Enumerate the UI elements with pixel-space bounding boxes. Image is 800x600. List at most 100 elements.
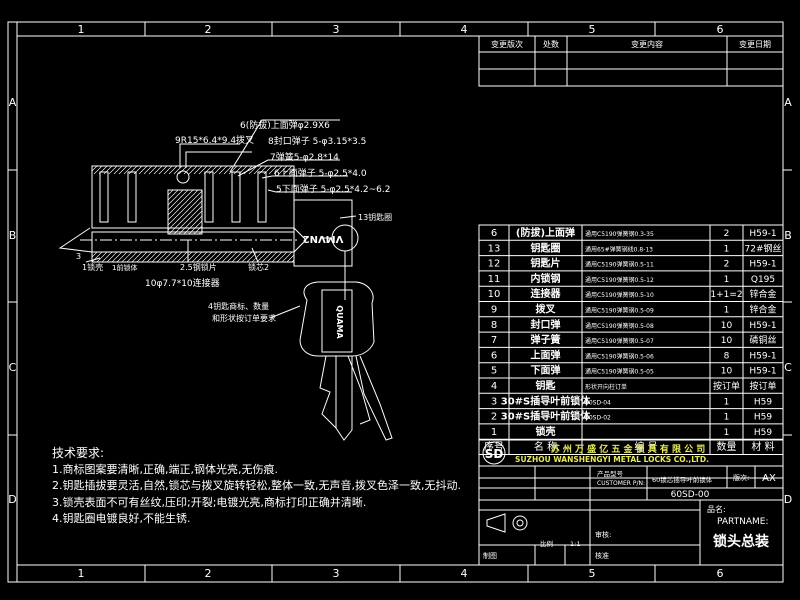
hatch-line <box>176 251 188 263</box>
hatch-line <box>203 165 213 175</box>
hatch-line <box>236 251 248 263</box>
bom-cell-name: 名 称 <box>534 440 557 453</box>
callout-6: 6上面弹子 5-φ2.5*4.0 <box>274 167 367 179</box>
callout-1: 1锁壳 <box>82 262 103 272</box>
bom-cell-no: 3 <box>491 396 497 407</box>
rev-header-date: 变更日期 <box>739 39 771 49</box>
key-bow-text: QUAMA <box>335 305 344 339</box>
bom-cell-name: 连接器 <box>531 287 562 300</box>
hatch-line <box>233 165 243 175</box>
hatch-line <box>158 165 168 175</box>
hatch-line <box>173 165 183 175</box>
bom-cell-qty: 1 <box>724 428 730 438</box>
hatch-line <box>91 165 98 172</box>
hatch-line <box>131 251 143 263</box>
bom-cell-name: 拨叉 <box>536 303 557 316</box>
company-name-en: SUZHOU WANSHENGYI METAL LOCKS CO.,LTD. <box>515 455 709 464</box>
hatch-line <box>186 251 198 263</box>
hatch-line <box>218 165 228 175</box>
hatch-line <box>251 251 263 263</box>
bom-cell-qty: 10 <box>721 336 733 346</box>
title-block <box>478 439 784 566</box>
bom-cell-material: 锌合金 <box>749 304 776 316</box>
bom-cell-material: H59 <box>754 413 772 423</box>
bom-cell-no: 1 <box>491 427 497 438</box>
company-logo: SD <box>482 441 506 465</box>
row-label-a: A <box>9 96 17 109</box>
bom-cell-no: 11 <box>488 274 501 285</box>
leader-lines <box>85 119 357 319</box>
grid-labels: 1 2 3 4 5 6 1 2 3 4 5 6 A B C D A B C D <box>8 23 792 580</box>
partname-value: 锁头总装 <box>713 533 770 550</box>
hatch-line <box>138 165 148 175</box>
hatch-line <box>167 189 199 221</box>
callout-2-5: 2.5钢锁片 <box>180 262 217 272</box>
product-model-value: 60SD-00 <box>671 490 710 500</box>
bom-cell-no: 7 <box>491 335 497 346</box>
bom-cell-spec: 通用C5190弹簧钢0.5-08 <box>585 322 654 330</box>
projection-symbol <box>486 513 528 533</box>
bom-cell-qty: 2 <box>724 260 730 270</box>
bom-cell-name: 上面弹 <box>531 348 561 361</box>
hatch-line <box>136 251 148 263</box>
rev-header-version: 变更版次 <box>491 39 523 49</box>
bom-frame <box>478 224 784 455</box>
bom-cell-material: 按订单 <box>749 380 776 392</box>
row-label-c-right: C <box>784 361 792 374</box>
hatch-line <box>171 251 183 263</box>
bom-cell-material: 材 料 <box>751 440 774 453</box>
hatch-line <box>91 251 103 263</box>
draw-label: 制图 <box>483 551 497 560</box>
hatch-line <box>183 215 203 235</box>
hatch-line <box>108 165 118 175</box>
bom-cell-name: 钥匙片 <box>531 257 561 270</box>
callouts: 6(防拔)上面弹φ2.9X6 9R15*6.4*9.4拨叉 8封口弹子 5-φ3… <box>76 119 392 323</box>
hatch-line <box>91 251 98 258</box>
bom-cell-qty: 1+1=2 <box>710 290 742 300</box>
bom-cell-qty: 2 <box>724 229 730 239</box>
bom-cell-name: 30#S插导叶前锁体 <box>501 394 591 407</box>
callout-10: 10φ7.7*10连接器 <box>145 277 220 289</box>
bom-cell-qty: 数量 <box>717 440 737 453</box>
bom-cell-material: H59 <box>754 428 772 438</box>
requirement-1: 1.商标图案要清晰,正确,端正,钢体光亮,无伤痕. <box>52 462 278 476</box>
callout-13: 13钥匙圈 <box>358 212 392 222</box>
hatch-line <box>167 189 174 196</box>
hatch-line <box>208 165 218 175</box>
technical-requirements: 技术要求: 1.商标图案要清晰,正确,端正,钢体光亮,无伤痕. 2.钥匙插拔要灵… <box>52 445 461 528</box>
revision-table <box>478 35 784 87</box>
bom-cell-name: (防拔)上面弹 <box>516 226 575 239</box>
hatch-line <box>167 195 203 231</box>
callout-2: 锁芯2 <box>248 262 269 272</box>
bom-cell-qty: 1 <box>724 244 730 254</box>
hatch-line <box>167 190 203 226</box>
bom-cell-qty: 1 <box>724 306 730 316</box>
callout-4a: 4钥匙商标、数量 <box>208 301 269 311</box>
bom-cell-material: H59 <box>754 397 772 407</box>
bom-cell-material: 72#钢丝 <box>745 242 782 254</box>
hatch-line <box>278 165 288 175</box>
hatch-line <box>253 165 263 175</box>
key-tag-text: VMVN2 <box>303 233 344 244</box>
hatch-line <box>181 251 193 263</box>
bom-cell-qty: 10 <box>721 321 733 331</box>
hatch-line <box>146 251 158 263</box>
hatch-line <box>268 165 278 175</box>
bom-cell-name: 下面弹 <box>531 364 561 377</box>
hatch-line <box>213 165 223 175</box>
bom-cell-qty: 10 <box>721 367 733 377</box>
revision-headers: 变更版次 处数 变更内容 变更日期 <box>491 39 771 49</box>
part-label: 品名: <box>707 504 726 514</box>
bom-cell-spec: 60SD-04 <box>585 399 611 406</box>
hatch-line <box>148 165 158 175</box>
hatch-line <box>103 165 113 175</box>
hatch-line <box>226 251 238 263</box>
hatch-line <box>191 251 203 263</box>
hatch-line <box>163 165 173 175</box>
bom-cell-no: 10 <box>488 289 501 300</box>
bom-cell-material: H59-1 <box>749 367 776 377</box>
hatch-line <box>111 251 123 263</box>
hatch-line <box>281 251 293 263</box>
section-hatching <box>91 165 295 263</box>
col-label-6: 6 <box>717 23 724 36</box>
